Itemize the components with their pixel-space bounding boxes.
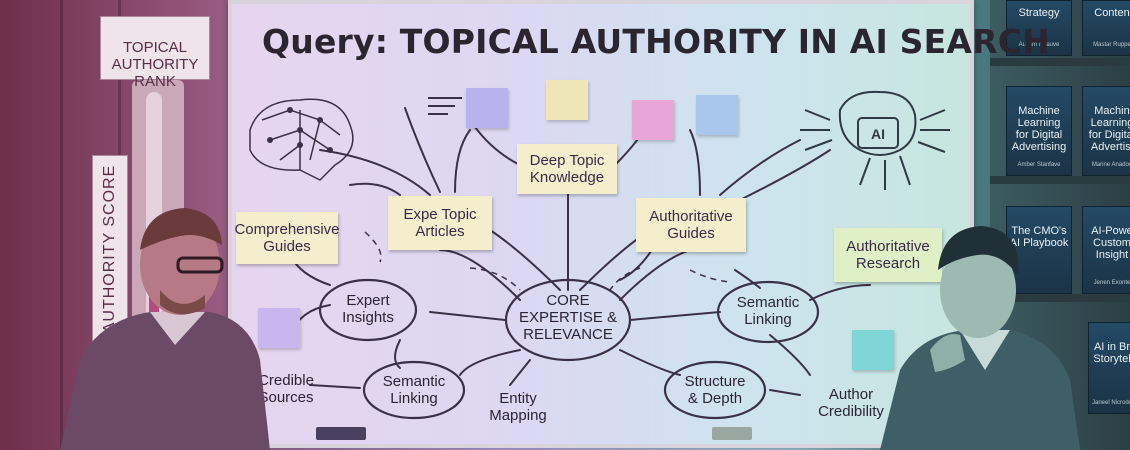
connector-line	[809, 284, 871, 301]
shelf-board	[990, 58, 1130, 66]
note-authoritative-guides: Authoritative Guides	[636, 198, 746, 252]
book-title: AI-Powe Custom Insight	[1091, 225, 1130, 261]
oval-expert-insights	[318, 278, 418, 342]
note-text: Deep Topic Knowledge	[529, 152, 605, 186]
rank-sign: TOPICAL AUTHORITY RANK	[100, 16, 210, 90]
label-author-credibility: Author Credibility	[818, 386, 884, 420]
book-author: Marine Anadou	[1091, 162, 1130, 168]
connector-line	[404, 107, 441, 193]
marker-tray	[316, 427, 366, 440]
book: The CMO's AI Playbook	[1006, 206, 1072, 294]
man-left	[60, 208, 270, 450]
oval-label-semantic-linking: Semantic Linking	[382, 373, 446, 407]
book: Machine Learning for Digital Advertising…	[1006, 86, 1072, 176]
sticky-note	[258, 308, 300, 348]
oval-structure-depth	[663, 360, 767, 420]
book-author: Jenen Exonte	[1093, 280, 1130, 286]
ai-brain-chip-doodle	[800, 90, 950, 190]
connector-line	[619, 249, 691, 301]
label-entity-mapping: Entity Mapping	[489, 390, 547, 424]
dashed-connector	[469, 267, 521, 291]
board-title: Query: TOPICAL AUTHORITY IN AI SEARCH	[262, 22, 1050, 61]
book-title: The CMO's AI Playbook	[1009, 225, 1069, 249]
sticky-note	[696, 95, 738, 135]
shelf-board	[990, 176, 1130, 184]
ai-chip-label: AI	[871, 126, 885, 142]
connector-line	[394, 339, 401, 369]
connector-line	[454, 129, 471, 193]
sticky-note	[852, 330, 894, 370]
sticky-note	[546, 80, 588, 120]
note-expe-topic-articles: Expe Topic Articles	[388, 196, 492, 250]
note-deep-topic-knowledge: Deep Topic Knowledge	[517, 144, 617, 194]
man-right	[880, 226, 1080, 450]
connector-line	[619, 349, 681, 376]
oval-label-expert-insights: Expert Insights	[342, 292, 394, 326]
book: Conten Mastar Ruppe	[1082, 0, 1130, 56]
oval-semantic-linking-right	[716, 280, 820, 344]
center-oval	[504, 278, 632, 362]
score-sign: AUTHORITY SCORE	[92, 155, 128, 343]
connector-line	[769, 334, 811, 376]
oval-semantic-linking-left	[362, 360, 466, 420]
book-title: Conten	[1094, 7, 1130, 19]
connector-line	[719, 139, 801, 196]
connector-line	[509, 359, 531, 386]
note-text: Comprehensive Guides	[234, 221, 340, 255]
book-title: Machin Learning for Digital Advertisi	[1088, 105, 1130, 153]
whiteboard	[228, 0, 974, 448]
note-text: Authoritative Research	[846, 238, 930, 272]
connector-line	[629, 311, 721, 321]
connector-line	[319, 149, 431, 196]
dashed-connector	[689, 269, 731, 283]
connector-line	[459, 349, 521, 376]
sticky-note	[632, 100, 674, 140]
book-title: AI in Br Storytel	[1093, 341, 1130, 365]
connector-line	[734, 269, 761, 289]
dashed-connector	[609, 267, 641, 291]
dashed-connector	[364, 231, 382, 263]
book: AI-Powe Custom Insight Jenen Exonte	[1082, 206, 1130, 294]
note-text: Authoritative Guides	[649, 208, 733, 242]
oval-label-semantic-linking: Semantic Linking	[736, 294, 800, 328]
center-label: CORE EXPERTISE & RELEVANCE	[518, 292, 618, 343]
book: AI in Br Storytel Janeel Nicrode	[1088, 322, 1130, 414]
shelf-board	[990, 294, 1130, 302]
book-author: Janeel Nicrode	[1091, 400, 1130, 406]
connector-line	[689, 129, 701, 196]
connector-line	[739, 149, 831, 201]
note-authoritative-research: Authoritative Research	[834, 228, 942, 282]
oval-label-structure-depth: Structure & Depth	[684, 373, 746, 407]
book: Strategy Autism Noauve	[1006, 0, 1072, 56]
book: Machin Learning for Digital Advertisi Ma…	[1082, 86, 1130, 176]
connector-line	[439, 249, 521, 301]
book-author: Mastar Ruppe	[1093, 42, 1130, 48]
speed-lines	[428, 97, 462, 115]
book-title: Strategy	[1018, 7, 1060, 19]
connector-line	[309, 384, 361, 389]
note-comprehensive-guides: Comprehensive Guides	[234, 212, 340, 264]
rank-label: TOPICAL AUTHORITY RANK	[111, 39, 199, 90]
connector-line	[429, 311, 506, 321]
label-credible-sources: Credible Sources	[258, 372, 314, 406]
eraser	[712, 427, 752, 440]
sticky-note	[466, 88, 508, 128]
connector-line	[349, 182, 401, 196]
book-author: Amber Stanfave	[1017, 162, 1061, 168]
book-title: Machine Learning for Digital Advertising	[1011, 105, 1067, 153]
note-text: Expe Topic Articles	[403, 206, 477, 240]
book-author: Autism Noauve	[1018, 42, 1060, 48]
wall-panel-line	[60, 0, 63, 450]
connector-line	[769, 389, 801, 396]
